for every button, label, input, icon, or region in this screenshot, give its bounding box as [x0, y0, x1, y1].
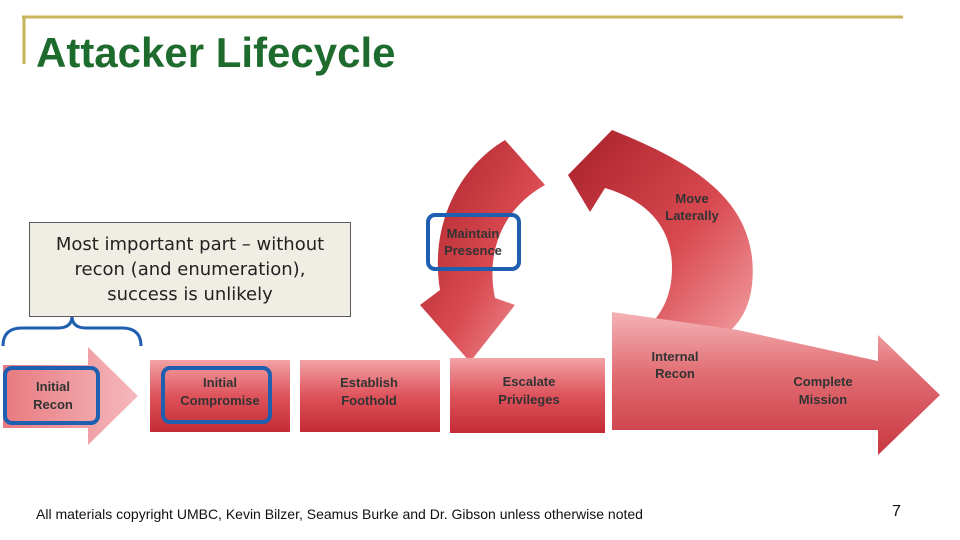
highlight-box-maintain-presence: [426, 213, 521, 271]
establish-foothold-block: [300, 360, 440, 432]
maintain-presence-arc: [420, 140, 545, 362]
highlight-box-initial-compromise: [161, 366, 272, 424]
highlight-box-initial-recon: [3, 366, 100, 425]
slide-title: Attacker Lifecycle: [36, 29, 396, 76]
initial-recon-arrow: [3, 347, 138, 445]
escalate-privileges-block: [450, 358, 605, 433]
cycle-ring: [568, 130, 753, 348]
curly-brace: [1, 315, 143, 347]
complete-mission-arrow: [612, 312, 940, 455]
callout-box: Most important part – without recon (and…: [29, 222, 351, 317]
page-number: 7: [892, 503, 901, 520]
copyright-footer: All materials copyright UMBC, Kevin Bilz…: [36, 506, 643, 522]
